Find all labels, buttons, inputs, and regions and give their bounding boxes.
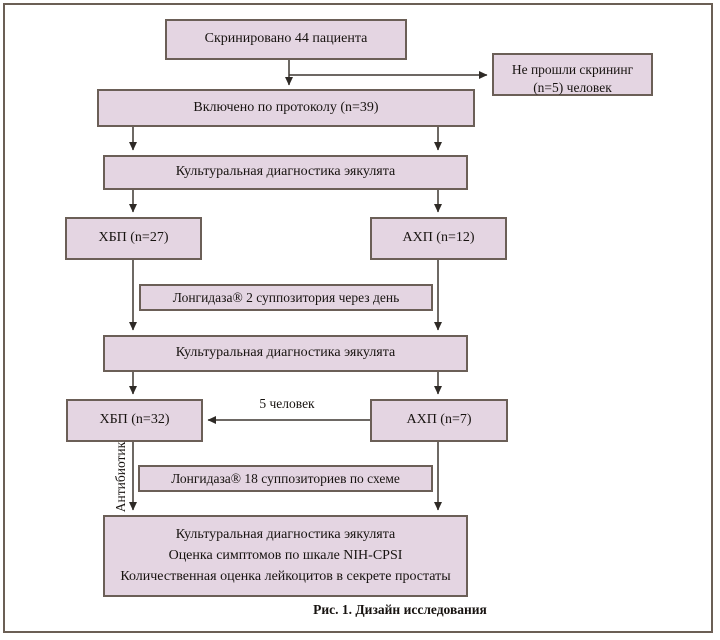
node-screen-failed-line1: Не прошли скрининг xyxy=(511,62,634,77)
node-culture-diagnostics-1: Культуральная диагностика эякулята xyxy=(103,155,468,190)
node-final-line1: Культуральная диагностика эякулята xyxy=(175,526,396,542)
edge-label-five-people: 5 человек xyxy=(259,396,315,411)
node-ahp-12: АХП (n=12) xyxy=(370,217,507,260)
node-ahp-7: АХП (n=7) xyxy=(370,399,508,442)
node-hbp-32: ХБП (n=32) xyxy=(66,399,203,442)
node-culture-diagnostics-2: Культуральная диагностика эякулята xyxy=(103,335,468,372)
figure-caption: Рис. 1. Дизайн исследования xyxy=(313,602,487,617)
edge-label-antibiotic: Антибиотик xyxy=(113,441,128,513)
figure-border xyxy=(3,3,713,633)
node-final-assessment: Культуральная диагностика эякулята Оценк… xyxy=(103,515,468,597)
node-hbp-27: ХБП (n=27) xyxy=(65,217,202,260)
node-final-line2: Оценка симптомов по шкале NIH-CPSI xyxy=(168,547,403,563)
node-screen-failed-line2: (n=5) человек xyxy=(533,79,612,95)
node-included: Включено по протоколу (n=39) xyxy=(97,89,475,127)
node-screened: Скринировано 44 пациента xyxy=(165,19,407,60)
node-longidaza-18: Лонгидаза® 18 суппозиториев по схеме xyxy=(138,465,433,492)
node-longidaza-2: Лонгидаза® 2 суппозитория через день xyxy=(139,284,433,311)
node-screen-failed: Не прошли скрининг (n=5) человек xyxy=(492,53,653,96)
node-final-line3: Количественная оценка лейкоцитов в секре… xyxy=(120,568,451,584)
